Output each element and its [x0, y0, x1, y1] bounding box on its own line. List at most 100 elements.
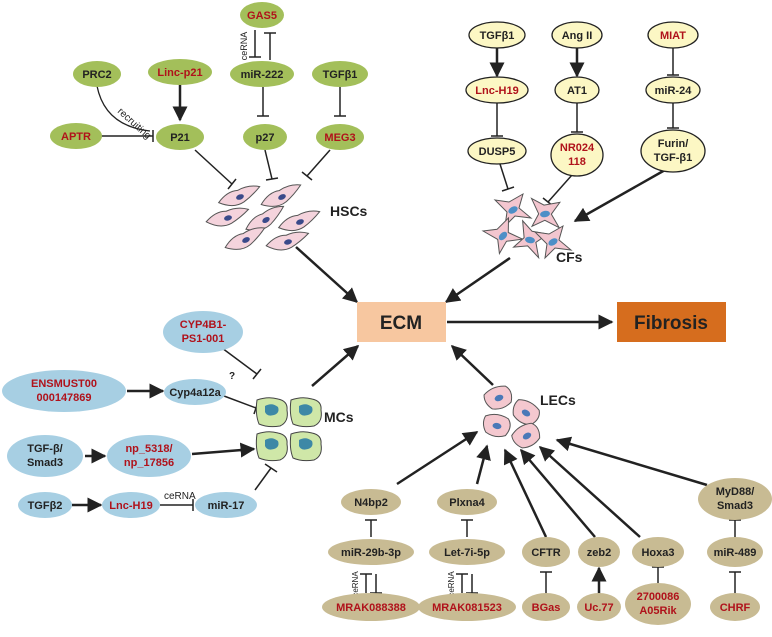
cfs-to-ecm-edge — [444, 256, 511, 304]
mir29b-node[interactable] — [328, 539, 414, 565]
uc77-node[interactable] — [577, 593, 621, 621]
zeb2-node[interactable] — [578, 537, 620, 567]
prc2-recruiting-edge — [96, 85, 151, 132]
p27-label: p27 — [256, 132, 275, 144]
rik-label-line1: 2700086 — [637, 591, 680, 603]
mrak081523-label: MRAK081523 — [432, 602, 502, 614]
ensmust-label-line2: 000147869 — [36, 392, 91, 404]
fibrosis-box[interactable] — [617, 302, 726, 342]
miat-node[interactable] — [647, 21, 699, 49]
tgfb1-hsc-label: TGFβ1 — [323, 69, 358, 81]
let7i-node[interactable] — [429, 539, 505, 565]
dusp5-label: DUSP5 — [479, 146, 516, 158]
ensmust-label-line1: ENSMUST00 — [31, 378, 97, 390]
cf-section: TGFβ1 Ang II MIAT Lnc-H19 AT1 miR-24 DUS… — [465, 21, 706, 265]
nr024118-label-line2: 118 — [568, 156, 586, 168]
np-node[interactable] — [107, 435, 191, 477]
meg3-node[interactable] — [316, 124, 364, 150]
cyp4a12a-node[interactable] — [164, 379, 226, 405]
gas5-node[interactable] — [240, 2, 284, 28]
cftr-node[interactable] — [522, 537, 570, 567]
lnc-h19-mc-node[interactable] — [102, 492, 160, 518]
tgfb2-label: TGFβ2 — [28, 500, 63, 512]
myd88-to-lecs-edge — [555, 436, 708, 487]
cyp4a12a-label: Cyp4a12a — [169, 387, 221, 399]
furin-label-line2: TGF-β1 — [654, 152, 693, 164]
prc2-node[interactable] — [73, 61, 121, 87]
furin-to-cfs-edge — [573, 168, 666, 223]
furin-tgfb1-node[interactable] — [640, 129, 706, 173]
mir222-label: miR-222 — [241, 69, 284, 81]
n4bp2-node[interactable] — [341, 489, 401, 515]
p27-node[interactable] — [243, 124, 287, 150]
mrak088388-node[interactable] — [322, 593, 420, 621]
cftr-to-lecs-edge — [503, 448, 548, 538]
chrf-node[interactable] — [710, 593, 760, 621]
tgfb2-node[interactable] — [18, 492, 72, 518]
mcs-to-ecm-edge — [311, 345, 360, 387]
tgfb-smad3-label-line2: Smad3 — [27, 457, 63, 469]
mir17-node[interactable] — [195, 492, 257, 518]
dusp5-inhibits-cfs-edge — [499, 163, 509, 190]
cerna-label-lec2: ceRNA — [447, 571, 456, 597]
cyp4b1-label-line1: CYP4B1- — [180, 319, 227, 331]
furin-label-line1: Furin/ — [658, 138, 689, 150]
myd88-label-line1: MyD88/ — [716, 486, 755, 498]
prc2-label: PRC2 — [82, 69, 111, 81]
p21-label: P21 — [170, 132, 190, 144]
lnc-h19-mc-label: Lnc-H19 — [109, 500, 152, 512]
meg3-inhibits-hscs-bar — [301, 171, 313, 181]
cyp4b1-node[interactable] — [163, 311, 243, 353]
cerna-label-mc: ceRNA — [164, 491, 196, 502]
mir222-node[interactable] — [230, 61, 294, 87]
linc-p21-label: Linc-p21 — [157, 67, 202, 79]
cerna-label-hsc: ceRNA — [239, 32, 249, 61]
cftr-label: CFTR — [531, 547, 560, 559]
plxna4-to-lecs-edge — [475, 444, 491, 485]
mc-section: ? ceRNA CYP4B1- PS1-001 ENSMUST00 000147… — [2, 311, 354, 518]
rik-node[interactable] — [625, 583, 691, 625]
meg3-inhibits-hscs-edge — [306, 149, 331, 177]
ensmust-node[interactable] — [2, 370, 126, 412]
mir24-node[interactable] — [645, 76, 701, 104]
dusp5-node[interactable] — [467, 137, 527, 165]
mir489-node[interactable] — [707, 537, 763, 567]
aptr-node[interactable] — [50, 123, 102, 149]
p21-inhibits-hscs-edge — [194, 149, 233, 185]
at1-label: AT1 — [567, 85, 587, 97]
bgas-node[interactable] — [522, 593, 570, 621]
np-to-mcs-edge — [191, 442, 256, 458]
zeb2-to-lecs-edge — [520, 448, 596, 538]
plxna4-node[interactable] — [437, 489, 497, 515]
np-label-line2: np_17856 — [124, 457, 174, 469]
ecm-box[interactable] — [357, 302, 446, 342]
mir17-inhibits-mcs-edge — [254, 467, 272, 491]
ang2-node[interactable] — [551, 21, 603, 49]
lnc-h19-cf-node[interactable] — [465, 76, 529, 104]
tgfb1-cf-node[interactable] — [468, 21, 526, 49]
hoxa3-node[interactable] — [632, 537, 684, 567]
nr024118-inhibits-cfs-edge — [547, 174, 573, 203]
mrak081523-node[interactable] — [418, 593, 516, 621]
cyp4b1-inhibits-mcs-edge — [221, 347, 258, 375]
at1-node[interactable] — [554, 76, 600, 104]
mir24-label: miR-24 — [655, 85, 693, 97]
chrf-label: CHRF — [720, 602, 751, 614]
mir489-label: miR-489 — [714, 547, 757, 559]
myd88-smad3-node[interactable] — [698, 478, 772, 520]
ang2-label: Ang II — [562, 30, 593, 42]
linc-p21-node[interactable] — [148, 59, 212, 85]
question-mark: ? — [229, 371, 235, 382]
hsc-cells-graphic — [204, 180, 324, 256]
cfs-label: CFs — [556, 249, 583, 265]
nr024118-node[interactable] — [550, 133, 604, 177]
p21-node[interactable] — [156, 124, 204, 150]
tgfb-smad3-node[interactable] — [7, 435, 83, 477]
tgfb1-hsc-node[interactable] — [312, 61, 368, 87]
aptr-label: APTR — [61, 131, 91, 143]
cyp4b1-inhibits-mcs-bar — [252, 368, 262, 380]
tgfb1-cf-label: TGFβ1 — [480, 30, 515, 42]
p27-inhibits-hscs-bar — [265, 177, 279, 181]
